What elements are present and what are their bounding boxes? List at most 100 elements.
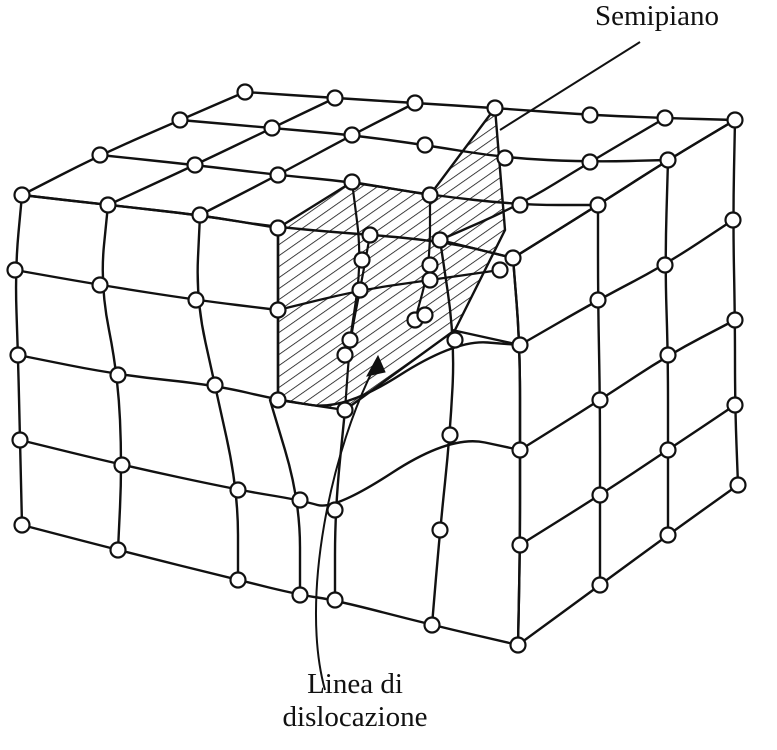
dislocation-line-label: Linea di dislocazione: [240, 668, 470, 735]
lattice-atom: [726, 111, 744, 129]
lattice-atom: [726, 396, 744, 414]
lattice-atom: [91, 276, 109, 294]
lattice-atom: [353, 251, 371, 269]
lattice-atom: [589, 196, 607, 214]
lattice-bond: [20, 90, 247, 197]
lattice-atom: [659, 441, 677, 459]
lattice-bond: [20, 523, 520, 647]
lattice-atom: [511, 196, 529, 214]
lattice-bond: [518, 403, 737, 547]
lattice-atom: [421, 271, 439, 289]
lattice-atom: [656, 109, 674, 127]
half-plane-label: Semipiano: [595, 0, 720, 32]
lattice-atom: [326, 591, 344, 609]
lattice-atoms: [6, 83, 747, 654]
lattice-atom: [336, 401, 354, 419]
lattice-bond: [243, 90, 737, 122]
lattice-bond: [178, 118, 670, 163]
lattice-atom: [431, 231, 449, 249]
lattice-atom: [269, 166, 287, 184]
lattice-atom: [206, 376, 224, 394]
lattice-atom: [236, 83, 254, 101]
lattice-atom: [591, 486, 609, 504]
lattice-atom: [269, 301, 287, 319]
lattice-atom: [343, 126, 361, 144]
lattice-atom: [186, 156, 204, 174]
lattice-atom: [343, 173, 361, 191]
lattice-atom: [229, 571, 247, 589]
lattice-atom: [581, 153, 599, 171]
lattice-bond: [268, 398, 302, 597]
lattice-atom: [336, 346, 354, 364]
lattice-bond: [13, 268, 280, 312]
lattice-atom: [91, 146, 109, 164]
lattice-atom: [263, 119, 281, 137]
dislocation-line-label-line-2: dislocazione: [282, 701, 428, 734]
lattice-atom: [589, 291, 607, 309]
lattice-atom: [511, 536, 529, 554]
lattice-atom: [13, 516, 31, 534]
lattice-atom: [291, 491, 309, 509]
lattice-bond: [518, 218, 735, 347]
label-arrows: [315, 41, 641, 691]
lattice-atom: [423, 616, 441, 634]
lattice-atom: [99, 196, 117, 214]
lattice-atom: [581, 106, 599, 124]
lattice-atom: [416, 306, 434, 324]
dislocation-line-arrowhead: [366, 354, 386, 377]
lattice-atom: [724, 211, 742, 229]
lattice-atom: [726, 311, 744, 329]
lattice-atom: [421, 186, 439, 204]
extra-half-plane: [276, 104, 507, 412]
lattice-atom: [729, 476, 747, 494]
lattice-atom: [191, 206, 209, 224]
lattice-atom: [591, 576, 609, 594]
lattice-atom: [591, 391, 609, 409]
lattice-atom: [656, 256, 674, 274]
lattice-bond: [518, 318, 737, 452]
lattice-atom: [421, 256, 439, 274]
lattice-atom: [109, 541, 127, 559]
lattice-atom: [109, 366, 127, 384]
lattice-atom: [6, 261, 24, 279]
lattice-bond: [196, 213, 240, 582]
lattice-atom: [351, 281, 369, 299]
dislocation-line-label-line-1: Linea di: [307, 668, 403, 700]
lattice-atom: [9, 346, 27, 364]
lattice-atom: [509, 636, 527, 654]
lattice-bond: [664, 158, 670, 537]
lattice-atom: [659, 346, 677, 364]
dislocation-line-leader-line: [315, 359, 379, 691]
lattice-atom: [326, 501, 344, 519]
lattice-atom: [486, 99, 504, 117]
lattice-atom: [326, 89, 344, 107]
lattice-atom: [446, 331, 464, 349]
lattice-bond: [16, 341, 522, 407]
lattice-atom: [269, 391, 287, 409]
lattice-bond: [106, 96, 337, 207]
lattice-atom: [341, 331, 359, 349]
lattice-bond: [516, 483, 740, 647]
lattice-atom: [511, 336, 529, 354]
lattice-atom: [504, 249, 522, 267]
lattice-atom: [11, 431, 29, 449]
lattice-atom: [113, 456, 131, 474]
lattice-atom: [511, 441, 529, 459]
lattice-atom: [496, 149, 514, 167]
lattice-atom: [659, 151, 677, 169]
hatched-half-plane: [276, 104, 507, 412]
lattice-atom: [13, 186, 31, 204]
lattice-atom: [491, 261, 509, 279]
lattice-bond: [18, 438, 522, 507]
lattice-atom: [441, 426, 459, 444]
half-plane-leader-line: [499, 41, 641, 131]
lattice-atom: [431, 521, 449, 539]
lattice-atom: [406, 94, 424, 112]
lattice-atom: [269, 219, 287, 237]
lattice-atom: [291, 586, 309, 604]
lattice-atom: [229, 481, 247, 499]
lattice-atom: [659, 526, 677, 544]
lattice-atom: [171, 111, 189, 129]
lattice-atom: [187, 291, 205, 309]
